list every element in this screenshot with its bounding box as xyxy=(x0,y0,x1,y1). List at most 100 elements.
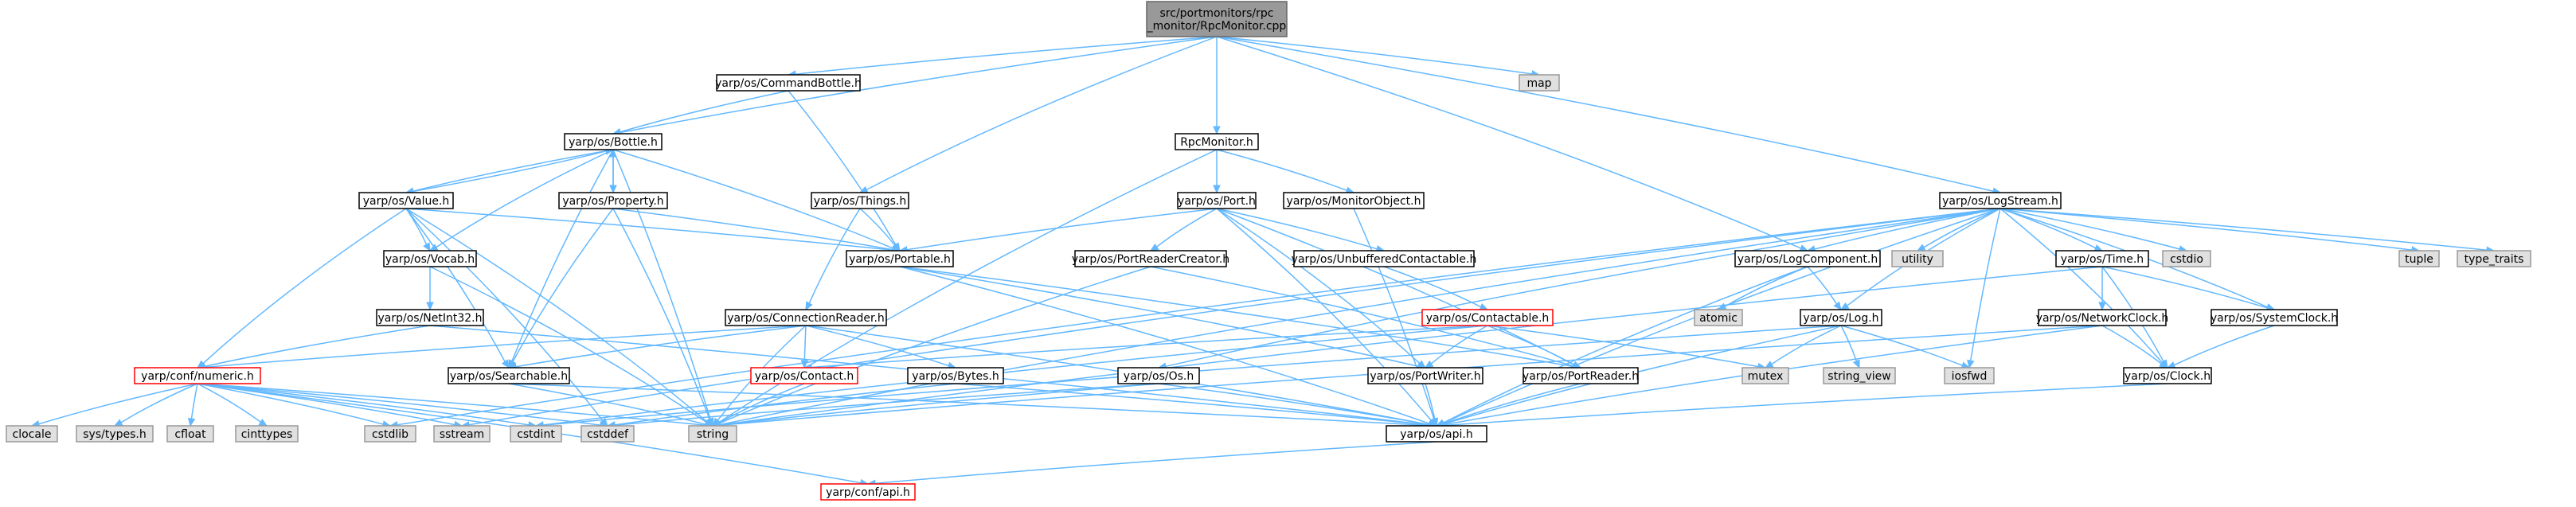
node-tuple: tuple xyxy=(2398,250,2440,267)
edge-line xyxy=(899,266,1574,368)
node-portreader[interactable]: yarp/os/PortReader.h xyxy=(1523,367,1639,384)
edge-line xyxy=(197,383,261,423)
node-things[interactable]: yarp/os/Things.h xyxy=(811,192,909,209)
node-osh[interactable]: yarp/os/Os.h xyxy=(1117,367,1200,384)
node-value[interactable]: yarp/os/Value.h xyxy=(358,192,454,209)
edge-line xyxy=(2174,325,2275,366)
edge-line xyxy=(1840,325,1963,366)
node-api[interactable]: yarp/os/api.h xyxy=(1386,425,1487,443)
node-log[interactable]: yarp/os/Log.h xyxy=(1800,309,1882,326)
node-label: yarp/os/LogStream.h xyxy=(1942,195,2058,208)
node-label: cstdio xyxy=(2170,253,2203,266)
node-connectionreader[interactable]: yarp/os/ConnectionReader.h xyxy=(725,309,887,326)
edge-clock-to-api xyxy=(1435,383,2168,430)
node-root[interactable]: src/portmonitors/rpc_monitor/RpcMonitor.… xyxy=(1146,1,1288,37)
node-cinttypes: cinttypes xyxy=(235,425,299,443)
node-label: yarp/os/UnbufferedContactable.h xyxy=(1292,253,1477,266)
edge-osh-to-string xyxy=(711,383,1159,429)
edge-line xyxy=(899,266,1419,368)
node-bytes[interactable]: yarp/os/Bytes.h xyxy=(907,367,1004,384)
edge-line xyxy=(859,208,896,246)
node-cstdio: cstdio xyxy=(2162,250,2211,267)
edge-line xyxy=(805,325,949,367)
node-box xyxy=(688,425,737,443)
node-label: yarp/os/Bottle.h xyxy=(569,136,658,149)
edge-line xyxy=(190,383,198,419)
node-cstdlib: cstdlib xyxy=(364,425,416,443)
node-box xyxy=(448,367,570,384)
node-label: mutex xyxy=(1748,370,1784,383)
node-clocale: clocale xyxy=(6,425,58,443)
node-searchable[interactable]: yarp/os/Searchable.h xyxy=(448,367,570,384)
edge-line xyxy=(1443,383,2168,427)
node-bottle[interactable]: yarp/os/Bottle.h xyxy=(564,133,663,150)
node-label: yarp/conf/numeric.h xyxy=(141,370,254,383)
node-label: cinttypes xyxy=(241,428,293,441)
node-label: yarp/os/Property.h xyxy=(562,195,663,208)
node-numeric[interactable]: yarp/conf/numeric.h xyxy=(134,367,261,384)
edge-arrowhead xyxy=(1852,359,1860,369)
node-box xyxy=(558,192,668,209)
node-box xyxy=(1146,1,1288,37)
edge-arrowhead xyxy=(1430,417,1439,427)
node-contactable[interactable]: yarp/os/Contactable.h xyxy=(1421,309,1554,326)
edge-arrowhead xyxy=(1833,301,1842,310)
node-label: map xyxy=(1526,77,1551,90)
edge-time-to-systemclock xyxy=(2101,266,2276,312)
edge-line xyxy=(204,325,431,368)
node-map: map xyxy=(1519,74,1560,92)
node-box xyxy=(364,425,416,443)
node-portwriter[interactable]: yarp/os/PortWriter.h xyxy=(1367,367,1483,384)
node-box xyxy=(76,425,154,443)
edge-logstream-to-iosfwd xyxy=(1967,208,2001,369)
node-unbuffered[interactable]: yarp/os/UnbufferedContactable.h xyxy=(1292,250,1477,267)
node-label: type_traits xyxy=(2465,253,2524,266)
node-netint32[interactable]: yarp/os/NetInt32.h xyxy=(376,309,484,326)
node-portreadercreator[interactable]: yarp/os/PortReaderCreator.h xyxy=(1072,250,1229,267)
node-vocab[interactable]: yarp/os/Vocab.h xyxy=(383,250,477,267)
node-box xyxy=(820,483,916,501)
edge-value-to-numeric xyxy=(197,208,407,369)
edge-arrowhead xyxy=(1213,185,1221,194)
node-confapi[interactable]: yarp/conf/api.h xyxy=(820,483,916,501)
node-label: yarp/os/ConnectionReader.h xyxy=(727,312,885,325)
edge-arrowhead xyxy=(1149,243,1159,252)
node-logcomponent[interactable]: yarp/os/LogComponent.h xyxy=(1734,250,1881,267)
node-portable[interactable]: yarp/os/Portable.h xyxy=(846,250,954,267)
node-property[interactable]: yarp/os/Property.h xyxy=(558,192,668,209)
edge-line xyxy=(808,208,861,304)
edge-numeric-to-systypes xyxy=(113,383,198,427)
node-port[interactable]: yarp/os/Port.h xyxy=(1177,192,1257,209)
edge-line xyxy=(202,208,407,365)
node-clock[interactable]: yarp/os/Clock.h xyxy=(2123,367,2212,384)
edge-line xyxy=(197,383,706,427)
node-box xyxy=(2398,250,2440,267)
node-label: cstddef xyxy=(587,428,629,441)
node-rpcmonitor[interactable]: RpcMonitor.h xyxy=(1175,133,1259,150)
node-box xyxy=(1939,192,2062,209)
node-logstream[interactable]: yarp/os/LogStream.h xyxy=(1939,192,2062,209)
node-box xyxy=(235,425,299,443)
edge-line xyxy=(1353,208,1435,419)
node-label: yarp/os/LogComponent.h xyxy=(1738,253,1878,266)
node-label: yarp/os/SystemClock.h xyxy=(2211,312,2338,325)
edge-things-to-portable xyxy=(859,208,901,252)
node-systemclock[interactable]: yarp/os/SystemClock.h xyxy=(2211,309,2338,326)
edge-line xyxy=(1216,208,1433,422)
node-label: yarp/os/PortWriter.h xyxy=(1370,370,1480,383)
edge-line xyxy=(1999,208,2488,251)
node-contact[interactable]: yarp/os/Contact.h xyxy=(750,367,858,384)
node-box xyxy=(1800,309,1882,326)
node-box xyxy=(2211,309,2338,326)
node-cstddef: cstddef xyxy=(580,425,635,443)
node-commandbottle[interactable]: yarp/os/CommandBottle.h xyxy=(715,74,862,92)
node-monitorobject[interactable]: yarp/os/MonitorObject.h xyxy=(1283,192,1425,209)
node-networkclock[interactable]: yarp/os/NetworkClock.h xyxy=(2036,309,2169,326)
node-label: iosfwd xyxy=(1952,370,1988,383)
node-box xyxy=(1734,250,1881,267)
node-time[interactable]: yarp/os/Time.h xyxy=(2055,250,2149,267)
node-box xyxy=(1177,192,1257,209)
edge-networkclock-to-clock xyxy=(2101,325,2169,369)
edge-line xyxy=(397,208,2001,426)
edge-logstream-to-tuple xyxy=(1999,208,2421,254)
